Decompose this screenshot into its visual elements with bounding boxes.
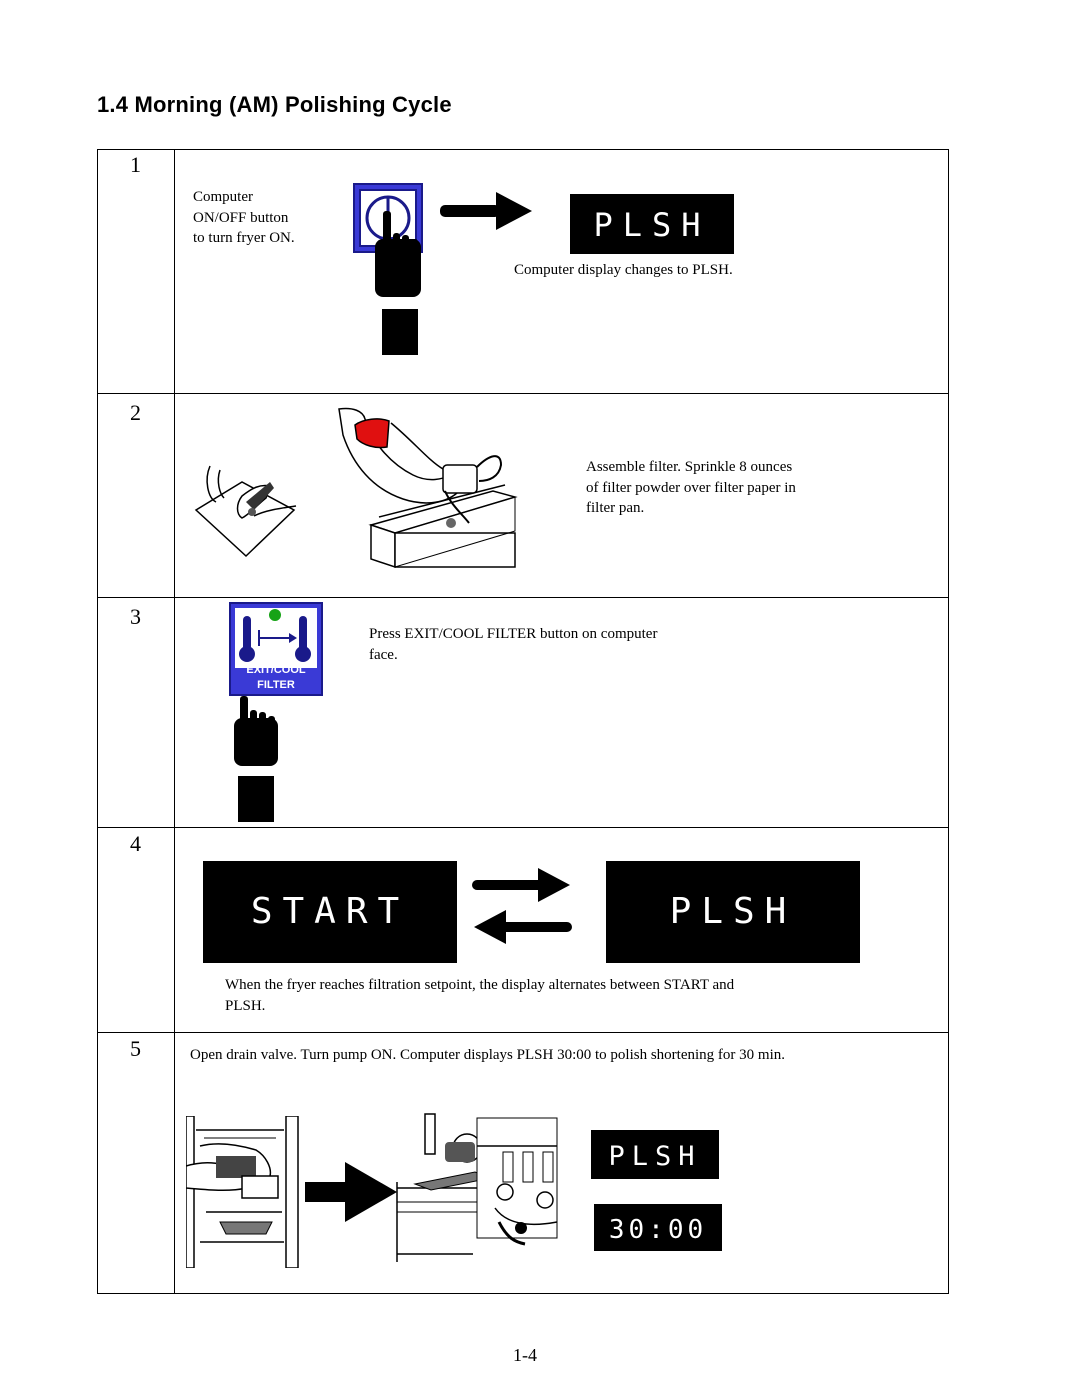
- page-number: 1-4: [513, 1345, 537, 1365]
- step-1-caption: Computer display changes to PLSH.: [514, 262, 733, 278]
- svg-text:START: START: [251, 891, 409, 932]
- step-number-5: 5: [130, 1036, 141, 1061]
- svg-text:30:00: 30:00: [609, 1215, 707, 1245]
- svg-text:PLSH: PLSH: [608, 1141, 701, 1172]
- filter-pan-illustration: [333, 405, 521, 569]
- row-divider: [97, 393, 949, 394]
- arrow-right-icon: [305, 1162, 397, 1222]
- page-title: 1.4 Morning (AM) Polishing Cycle: [97, 92, 452, 117]
- step-3-instruction: Press EXIT/COOL FILTER button on compute…: [369, 626, 658, 663]
- step-2-instruction: Assemble filter. Sprinkle 8 ounces of fi…: [586, 459, 796, 516]
- table-column-divider: [174, 149, 175, 1294]
- swap-arrows-icon: [470, 868, 574, 944]
- start-display: START: [203, 861, 457, 963]
- arrow-right-icon: [440, 192, 532, 232]
- filter-paper-illustration: [194, 458, 298, 558]
- row-divider: [97, 597, 949, 598]
- step-number-2: 2: [130, 400, 141, 425]
- row-divider: [97, 1032, 949, 1033]
- steps-table: [97, 149, 949, 1294]
- thermometer-icon: [239, 616, 311, 662]
- step-1-instruction: Computer ON/OFF button to turn fryer ON.: [193, 189, 295, 246]
- pointing-hand-icon: [375, 211, 421, 355]
- exit-cool-filter-button: EXIT/COOL FILTER: [229, 602, 323, 696]
- step-5-instruction: Open drain valve. Turn pump ON. Computer…: [190, 1047, 785, 1063]
- svg-text:EXIT/COOL: EXIT/COOL: [246, 664, 306, 676]
- svg-text:PLSH: PLSH: [593, 206, 710, 244]
- power-button-icon: [353, 183, 423, 355]
- plsh-display: PLSH: [570, 194, 734, 254]
- svg-text:FILTER: FILTER: [257, 679, 295, 691]
- step-number-4: 4: [130, 831, 141, 856]
- step-number-1: 1: [130, 152, 141, 177]
- pointing-hand-icon: [232, 696, 278, 822]
- fryer-cabinet-illustration: [185, 1115, 302, 1269]
- row-divider: [97, 827, 949, 828]
- svg-text:PLSH: PLSH: [670, 891, 797, 932]
- drain-valve-illustration: [395, 1112, 559, 1268]
- plsh-display: PLSH: [606, 861, 860, 963]
- indicator-led: [269, 609, 281, 621]
- plsh-display: PLSH: [591, 1130, 719, 1179]
- step-number-3: 3: [130, 604, 141, 629]
- timer-display: 30:00: [594, 1204, 722, 1251]
- step-4-instruction: When the fryer reaches filtration setpoi…: [225, 977, 735, 1014]
